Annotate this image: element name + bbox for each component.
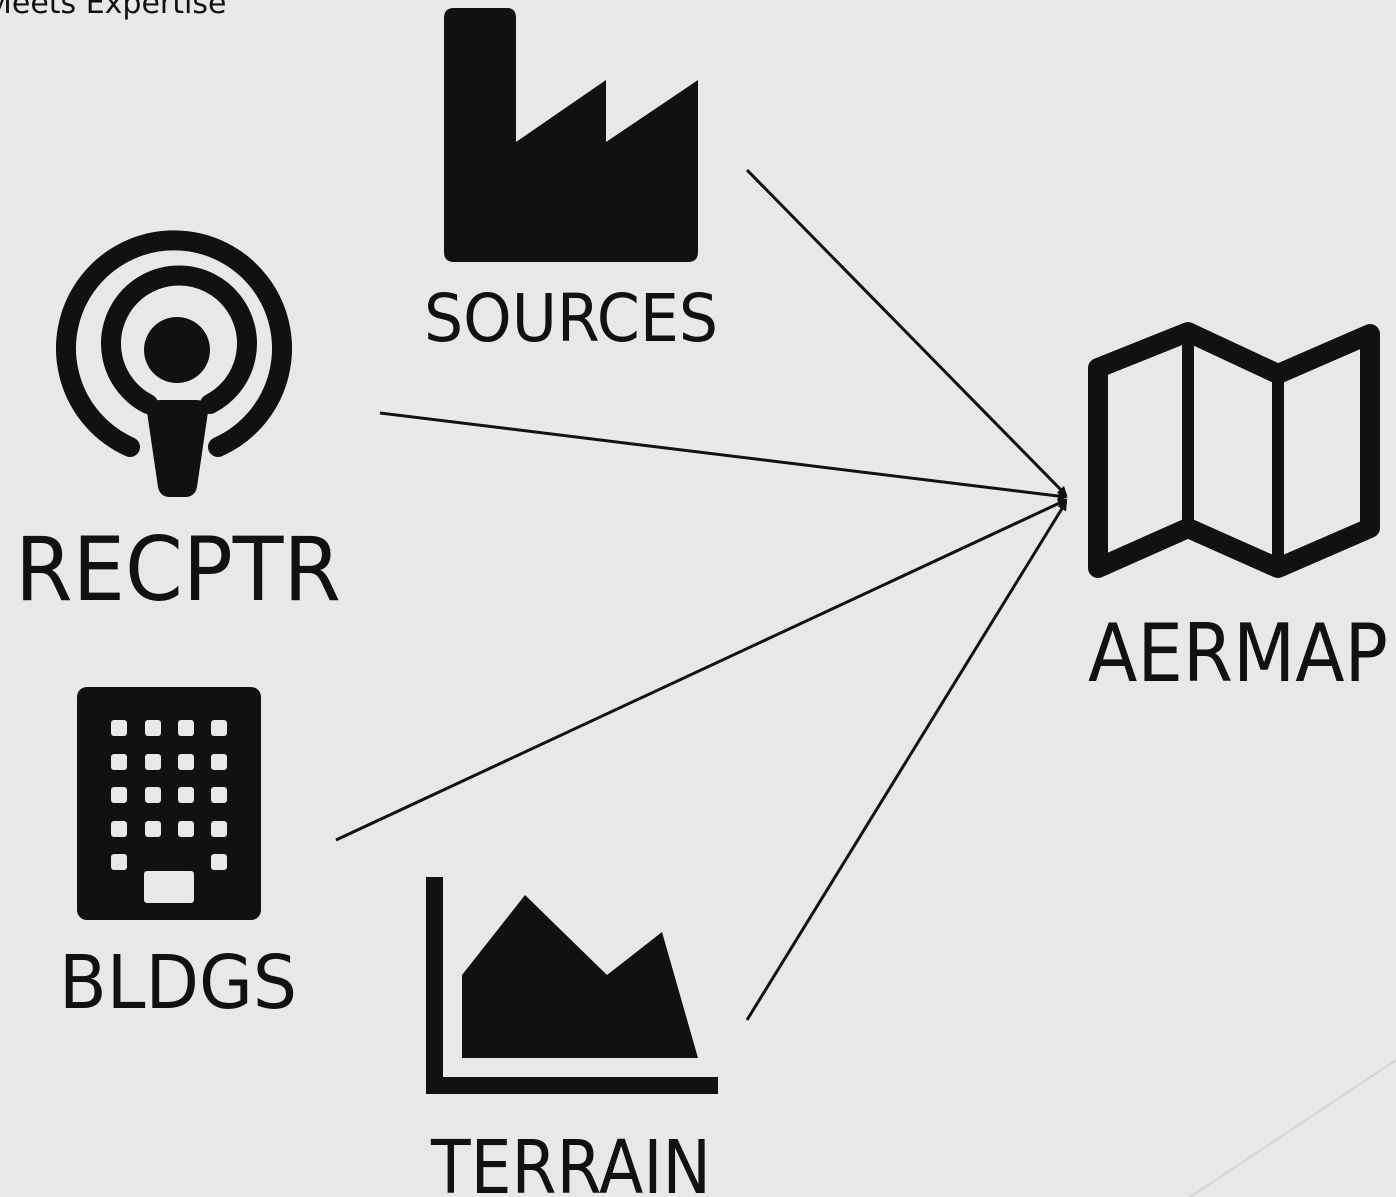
edge-terrain-aermap (745, 500, 1068, 1021)
node-sources: SOURCES (424, 8, 718, 357)
building-icon (77, 687, 261, 920)
edge-sources-aermap (745, 168, 1068, 497)
decorative-line (1189, 1059, 1396, 1197)
terrain-label: TERRAIN (430, 1125, 711, 1197)
map-icon (1088, 322, 1380, 578)
factory-icon (444, 8, 698, 262)
podcast-icon (56, 230, 292, 497)
node-terrain: TERRAIN (426, 877, 718, 1197)
bldgs-label: BLDGS (59, 940, 297, 1026)
node-aermap: AERMAP (1088, 322, 1388, 700)
recptr-label: RECPTR (15, 518, 341, 621)
aermap-label: AERMAP (1088, 607, 1388, 700)
edge-recptr-aermap (379, 411, 1068, 501)
header-fragment: Meets Expertise (0, 0, 227, 21)
node-bldgs: BLDGS (59, 687, 297, 1026)
area-chart-icon (426, 877, 718, 1094)
edge-bldgs-aermap (335, 498, 1068, 842)
node-recptr: RECPTR (15, 230, 341, 621)
sources-label: SOURCES (424, 280, 718, 357)
